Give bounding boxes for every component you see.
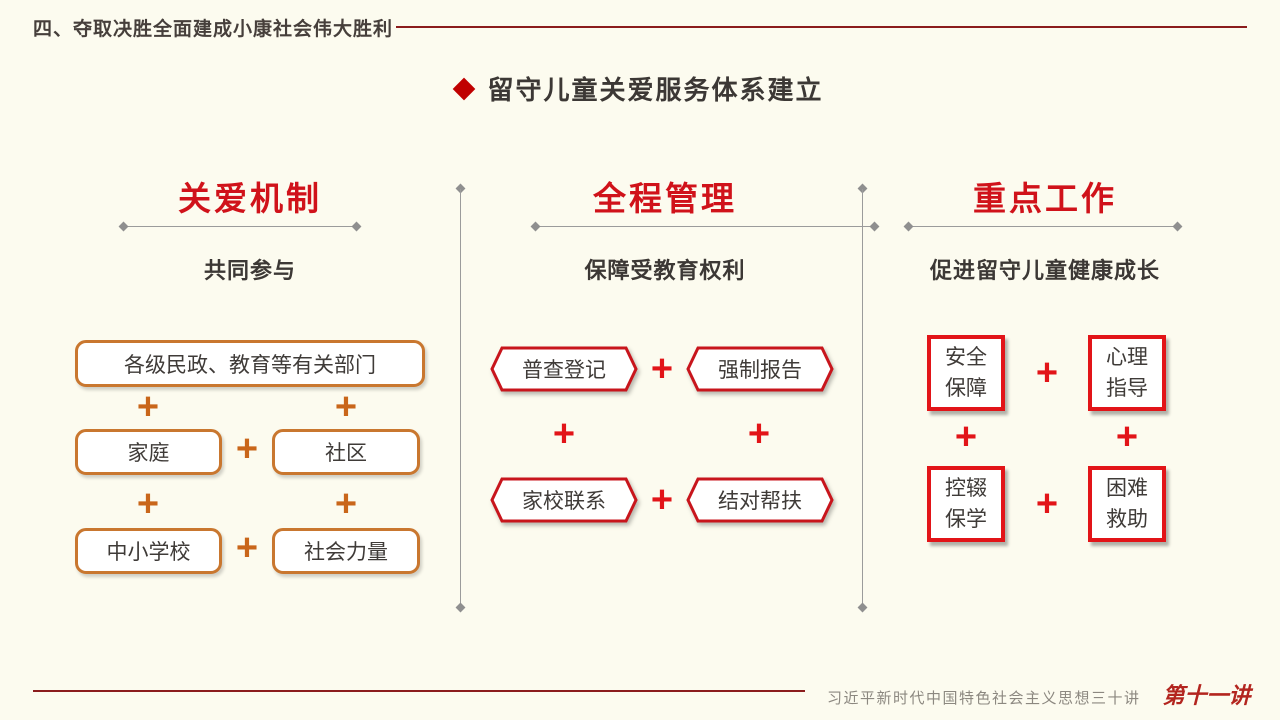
hexagon-shape — [686, 346, 834, 392]
footer: 习近平新时代中国特色社会主义思想三十讲 第十一讲 — [827, 678, 1251, 710]
plus-icon: + — [235, 527, 259, 569]
column-title-key-work: 重点工作 — [973, 180, 1117, 217]
plus-icon: + — [1035, 483, 1059, 525]
underline-rule — [127, 226, 353, 227]
diamond-end-icon — [857, 602, 868, 613]
column-title-whole-process: 全程管理 — [593, 180, 737, 217]
plus-icon: + — [136, 386, 160, 428]
hexagon-shape — [686, 477, 834, 523]
divider-line — [460, 189, 461, 607]
section-header: 四、夺取决胜全面建成小康社会伟大胜利 — [33, 19, 394, 40]
schools-box: 中小学校 — [75, 528, 222, 574]
plus-icon: + — [552, 413, 576, 455]
diamond-end-icon — [530, 221, 541, 232]
pairing-assistance-hex: 结对帮扶 — [686, 477, 834, 523]
underline-rule — [539, 226, 871, 227]
plus-icon: + — [747, 413, 771, 455]
plus-icon: + — [334, 386, 358, 428]
plus-icon: + — [136, 483, 160, 525]
diamond-end-icon — [1172, 221, 1183, 232]
column-subtitle-education-rights: 保障受教育权利 — [584, 258, 746, 283]
title-underline — [118, 221, 362, 232]
safety-box: 安全 保障 — [927, 335, 1005, 411]
diamond-bullet-icon — [453, 77, 476, 100]
plus-icon: + — [650, 348, 674, 390]
census-registration-hex: 普查登记 — [490, 346, 638, 392]
underline-rule — [912, 226, 1174, 227]
title-underline — [530, 221, 880, 232]
column-title-care-mechanism: 关爱机制 — [178, 180, 322, 217]
home-school-contact-hex: 家校联系 — [490, 477, 638, 523]
plus-icon: + — [650, 479, 674, 521]
plus-icon: + — [1035, 352, 1059, 394]
divider-line — [862, 189, 863, 607]
footer-series-title: 习近平新时代中国特色社会主义思想三十讲 — [827, 690, 1141, 707]
column-divider — [455, 183, 466, 613]
column-subtitle-healthy-growth: 促进留守儿童健康成长 — [929, 258, 1160, 283]
social-forces-box: 社会力量 — [272, 528, 420, 574]
community-box: 社区 — [272, 429, 420, 475]
mandatory-report-hex: 强制报告 — [686, 346, 834, 392]
plus-icon: + — [235, 428, 259, 470]
diamond-end-icon — [351, 221, 362, 232]
title-underline — [903, 221, 1183, 232]
dropout-control-box: 控辍 保学 — [927, 466, 1005, 542]
diamond-end-icon — [455, 602, 466, 613]
departments-box: 各级民政、教育等有关部门 — [75, 340, 425, 387]
hexagon-shape — [490, 346, 638, 392]
column-divider — [857, 183, 868, 613]
diamond-end-icon — [118, 221, 129, 232]
hex-label: 强制报告 — [718, 359, 802, 382]
column-subtitle-participation: 共同参与 — [203, 258, 296, 283]
hardship-aid-box: 困难 救助 — [1088, 466, 1166, 542]
hex-label: 普查登记 — [522, 359, 606, 382]
hex-label: 家校联系 — [522, 490, 606, 513]
family-box: 家庭 — [75, 429, 222, 475]
plus-icon: + — [954, 416, 978, 458]
header-rule-line — [396, 26, 1247, 28]
hex-label: 结对帮扶 — [718, 490, 802, 513]
diamond-end-icon — [869, 221, 880, 232]
plus-icon: + — [1115, 416, 1139, 458]
plus-icon: + — [334, 483, 358, 525]
diamond-end-icon — [903, 221, 914, 232]
psychological-guidance-box: 心理 指导 — [1088, 335, 1166, 411]
footer-lecture-number: 第十一讲 — [1162, 683, 1251, 708]
main-title-row: 留守儿童关爱服务体系建立 — [0, 70, 1280, 107]
footer-rule-line — [33, 690, 805, 692]
hexagon-shape — [490, 477, 638, 523]
page-title: 留守儿童关爱服务体系建立 — [487, 75, 824, 105]
